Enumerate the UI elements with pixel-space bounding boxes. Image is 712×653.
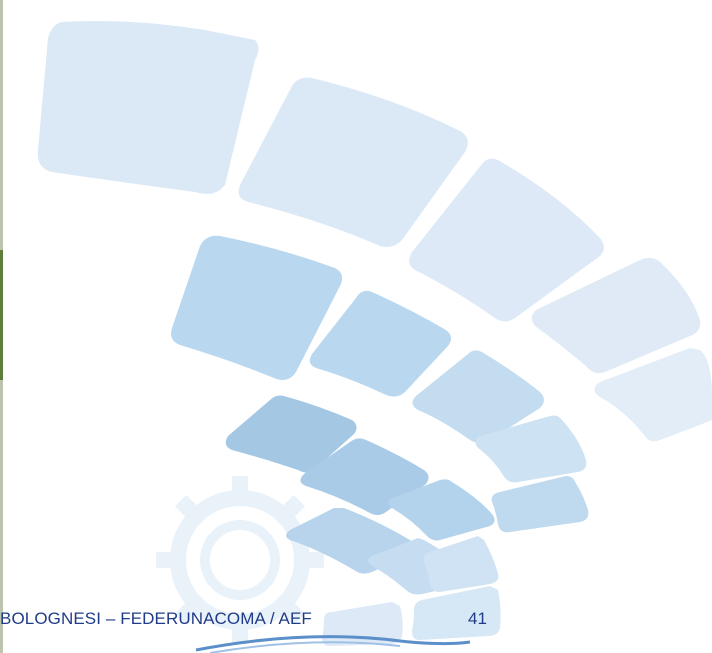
tile <box>531 257 701 374</box>
tile <box>409 158 604 322</box>
tile <box>388 479 495 541</box>
tile <box>412 586 501 640</box>
tile <box>423 536 499 592</box>
left-edge-green-strip <box>0 250 3 380</box>
tile <box>594 348 712 442</box>
tile <box>300 438 429 515</box>
swoosh-line <box>209 641 401 653</box>
tile <box>491 476 589 533</box>
tile <box>225 395 357 473</box>
left-edge-border <box>0 0 3 653</box>
tile <box>412 350 544 443</box>
tile <box>322 602 403 646</box>
tile <box>475 415 587 483</box>
page-number: 41 <box>468 609 487 628</box>
tile <box>171 235 343 380</box>
tile <box>238 77 468 248</box>
tile <box>309 290 452 397</box>
gear-icon <box>156 476 324 644</box>
swoosh-line <box>195 635 471 652</box>
footer-text: BOLOGNESI – FEDERUNACOMA / AEF <box>0 609 312 628</box>
tile <box>37 21 259 194</box>
